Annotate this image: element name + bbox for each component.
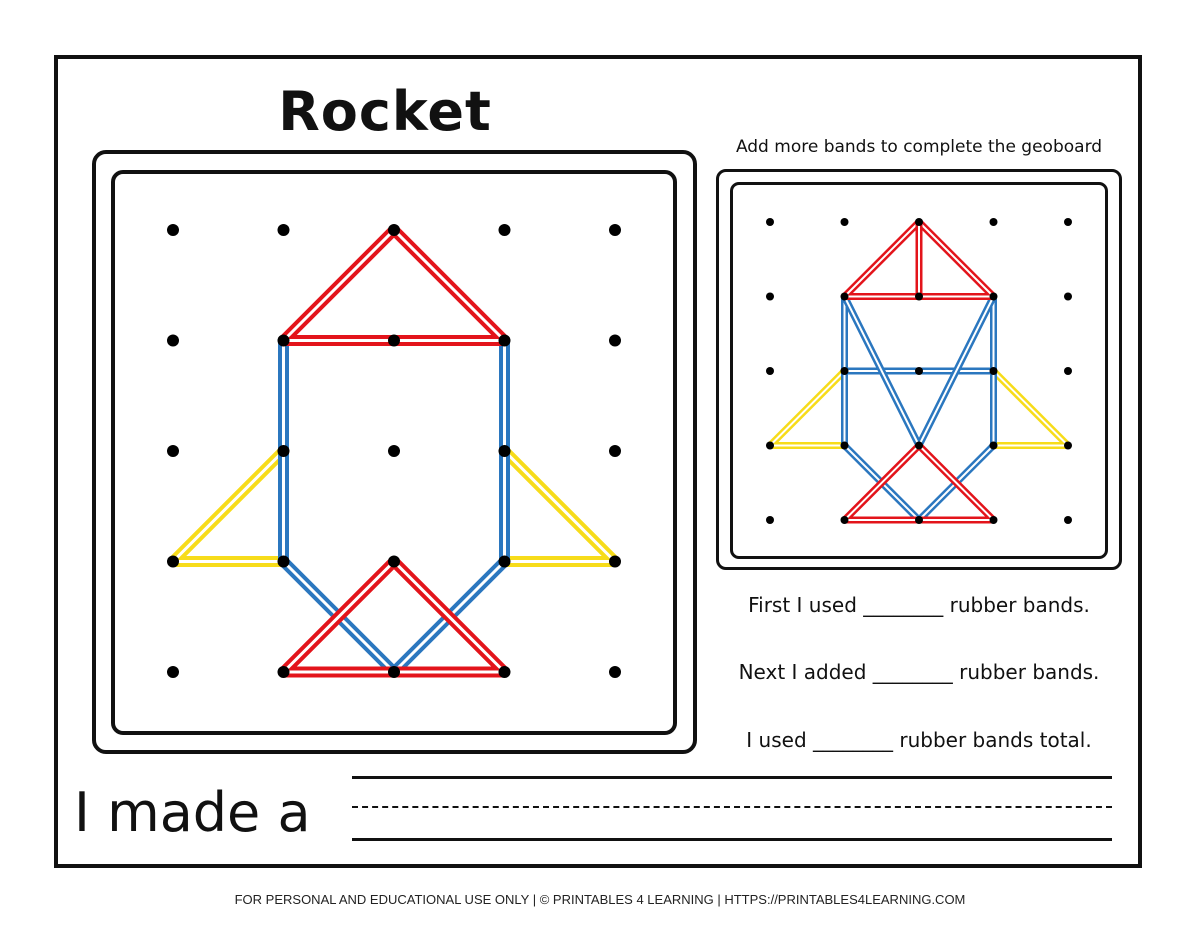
geoboard-peg xyxy=(915,292,923,301)
geoboard-peg xyxy=(766,516,774,524)
geoboard-peg xyxy=(388,555,400,568)
geoboard-peg xyxy=(388,334,400,347)
geoboard-peg xyxy=(1064,218,1072,226)
made-prompt: I made a xyxy=(74,781,311,844)
start-geoboard-inner-frame xyxy=(111,170,677,735)
complete-geoboard xyxy=(766,218,1072,524)
geoboard-peg xyxy=(840,367,849,375)
geoboard-peg xyxy=(167,445,179,457)
rubber-band-yellow xyxy=(167,445,289,567)
geoboard-peg xyxy=(915,367,923,375)
geoboard-peg xyxy=(840,218,849,226)
geoboard-peg xyxy=(498,555,511,568)
geoboard-peg xyxy=(989,516,998,524)
geoboard-peg xyxy=(498,334,511,347)
geoboard-peg xyxy=(498,224,511,236)
geoboard-peg xyxy=(989,218,998,226)
geoboard-peg xyxy=(498,445,511,457)
geoboard-peg xyxy=(915,516,923,524)
rubber-band-yellow xyxy=(990,367,1072,449)
geoboard-peg xyxy=(609,555,621,568)
geoboard-peg xyxy=(498,666,511,678)
footer-text: FOR PERSONAL AND EDUCATIONAL USE ONLY | … xyxy=(234,892,966,907)
complete-geoboard-inner-frame xyxy=(730,182,1108,559)
geoboard-peg xyxy=(609,445,621,457)
rubber-band-red xyxy=(278,224,510,346)
geoboard-peg xyxy=(167,334,179,347)
geoboard-peg xyxy=(766,218,774,226)
geoboard-peg xyxy=(989,441,998,450)
geoboard-peg xyxy=(840,441,849,450)
writing-line-top[interactable] xyxy=(352,776,1112,779)
geoboard-peg xyxy=(766,367,774,375)
worksheet-frame xyxy=(54,55,1142,868)
instruction-text: Add more bands to complete the geoboard xyxy=(735,137,1103,157)
geoboard-peg xyxy=(388,224,400,236)
rubber-band-blue xyxy=(278,335,510,678)
start-geoboard xyxy=(167,224,621,678)
start-geoboard-outer-frame xyxy=(92,150,697,754)
question-next-added: Next I added ________ rubber bands. xyxy=(738,660,1100,684)
geoboard-peg xyxy=(989,292,998,301)
geoboard-peg xyxy=(388,445,400,457)
geoboard-peg xyxy=(1064,367,1072,375)
geoboard-peg xyxy=(609,224,621,236)
geoboard-peg xyxy=(167,224,179,236)
geoboard-peg xyxy=(609,666,621,678)
geoboard-peg xyxy=(609,334,621,347)
geoboard-peg xyxy=(1064,516,1072,524)
rubber-band-blue xyxy=(841,293,997,524)
rubber-band-yellow xyxy=(766,367,848,449)
geoboard-peg xyxy=(766,292,774,301)
geoboard-peg xyxy=(766,441,774,450)
rubber-band-yellow xyxy=(499,445,621,567)
geoboard-peg xyxy=(277,224,290,236)
rubber-band-red xyxy=(841,442,997,524)
geoboard-peg xyxy=(277,666,290,678)
geoboard-peg xyxy=(840,292,849,301)
page-title: Rocket xyxy=(278,80,492,143)
geoboard-peg xyxy=(277,445,290,457)
geoboard-peg xyxy=(277,334,290,347)
writing-line-middle-dashed xyxy=(352,806,1112,808)
geoboard-peg xyxy=(277,555,290,568)
question-total-used: I used ________ rubber bands total. xyxy=(746,728,1092,752)
geoboard-peg xyxy=(167,555,179,568)
rubber-band-red xyxy=(278,556,510,678)
geoboard-peg xyxy=(840,516,849,524)
geoboard-peg xyxy=(388,666,400,678)
complete-geoboard-outer-frame xyxy=(716,169,1122,570)
geoboard-peg xyxy=(1064,441,1072,450)
geoboard-peg xyxy=(915,218,923,226)
geoboard-peg xyxy=(167,666,179,678)
writing-line-bottom xyxy=(352,838,1112,841)
question-first-used: First I used ________ rubber bands. xyxy=(748,593,1090,617)
geoboard-peg xyxy=(915,441,923,450)
geoboard-peg xyxy=(1064,292,1072,301)
geoboard-peg xyxy=(989,367,998,375)
